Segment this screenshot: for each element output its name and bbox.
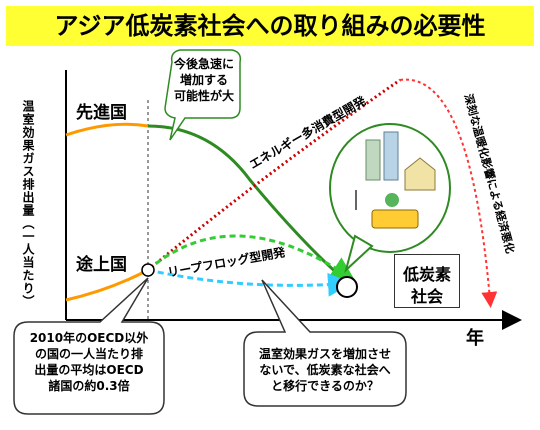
low-carbon-line1: 低炭素 bbox=[402, 265, 451, 284]
callout-right-line2: ないで、低炭素な社会へ bbox=[259, 363, 391, 377]
house-icon bbox=[404, 157, 436, 191]
developed-projection-curve bbox=[147, 124, 342, 278]
callout-right-text: 温室効果ガスを増加させ ないで、低炭素な社会へ と移行できるのか？ bbox=[246, 346, 404, 394]
title-banner: アジア低炭素社会への取り組みの必要性 bbox=[6, 6, 534, 46]
callout-left-text: 2010年のOECD以外 の国の一人当たり排 出量の平均はOECD 諸国の約0.… bbox=[16, 330, 162, 394]
callout-left-line1: 2010年のOECD以外 bbox=[29, 331, 149, 345]
callout-right-line3: と移行できるのか？ bbox=[271, 379, 379, 393]
y-axis-label: 温室効果ガス排出量（一人当たり） bbox=[21, 100, 35, 308]
low-carbon-line2: 社会 bbox=[410, 287, 443, 306]
low-carbon-society-box: 低炭素 社会 bbox=[394, 254, 460, 308]
tree-icon bbox=[385, 193, 399, 207]
page-title: アジア低炭素社会への取り組みの必要性 bbox=[54, 12, 486, 40]
developing-label: 途上国 bbox=[76, 255, 127, 275]
callout-top-line3: 可能性が大 bbox=[173, 89, 234, 103]
leapfrog-path bbox=[147, 234, 356, 281]
callout-right-line1: 温室効果ガスを増加させ bbox=[258, 347, 391, 361]
energy-intensive-path bbox=[147, 78, 401, 272]
thought-bubble-tail bbox=[344, 234, 374, 274]
developing-start-node bbox=[141, 263, 155, 277]
tram-icon bbox=[371, 209, 419, 229]
callout-left-line4: 諸国の約0.3倍 bbox=[48, 379, 130, 393]
callout-right-bubble bbox=[243, 279, 407, 407]
callout-top-line1: 今後急速に bbox=[173, 57, 234, 71]
building-icon bbox=[365, 139, 381, 181]
low-carbon-target-node bbox=[336, 276, 358, 298]
callout-left-line2: の国の一人当たり排 bbox=[34, 347, 143, 361]
callout-top-text: 今後急速に 増加する 可能性が大 bbox=[168, 56, 240, 104]
building-icon bbox=[383, 131, 399, 181]
callout-left-line3: 出量の平均はOECD bbox=[34, 363, 144, 377]
callout-top-line2: 増加する bbox=[179, 73, 228, 87]
low-carbon-thought-bubble bbox=[329, 123, 451, 253]
leapfrog-alt-path bbox=[147, 268, 352, 297]
x-axis-label: 年 bbox=[466, 328, 484, 349]
developing-curve bbox=[65, 268, 149, 302]
developed-curve bbox=[65, 122, 149, 137]
callout-left-bubble bbox=[13, 277, 165, 415]
callout-top-bubble bbox=[164, 49, 242, 141]
developed-label: 先進国 bbox=[76, 103, 127, 123]
